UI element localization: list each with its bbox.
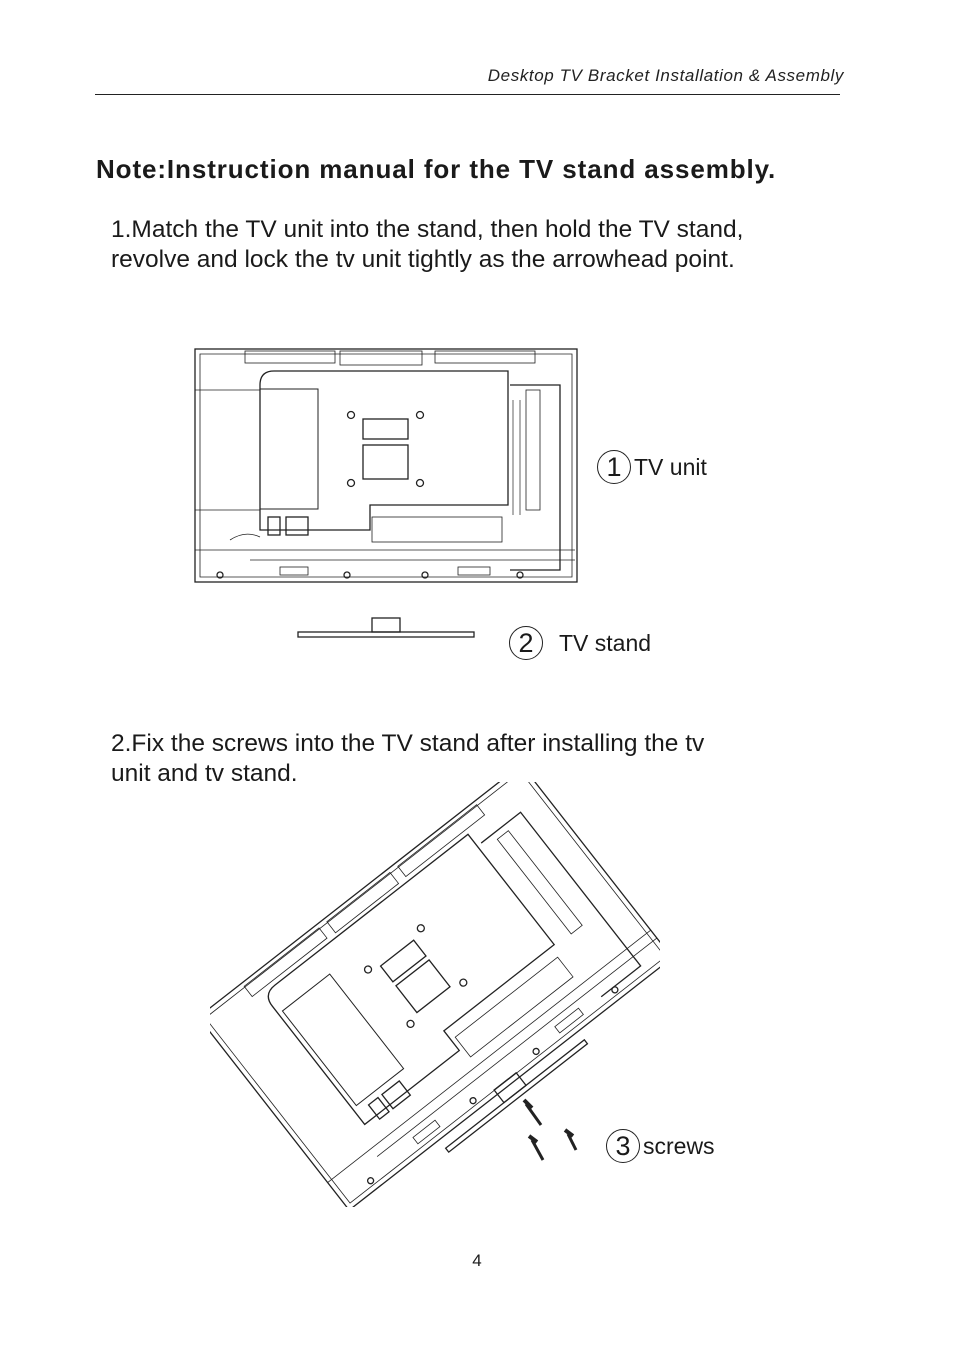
- step-2-text: 2.Fix the screws into the TV stand after…: [111, 729, 704, 789]
- callout-number-1: 1: [597, 450, 631, 484]
- step-2-line-1: 2.Fix the screws into the TV stand after…: [111, 730, 705, 757]
- tv-stand-diagram: [297, 617, 475, 638]
- screw-icon: [522, 1098, 543, 1126]
- callout-label-screws: screws: [643, 1132, 715, 1159]
- callout-label-tv-unit: TV unit: [634, 453, 707, 480]
- step-2-line-2: unit and tv stand.: [111, 760, 298, 787]
- callout-screws: 3 screws: [606, 1129, 715, 1163]
- page-number: 4: [472, 1251, 482, 1270]
- note-heading: Note:Instruction manual for the TV stand…: [96, 154, 777, 184]
- callout-tv-unit: 1 TV unit: [597, 450, 707, 484]
- step-1-text: 1.Match the TV unit into the stand, then…: [111, 215, 743, 275]
- callout-label-tv-stand: TV stand: [559, 629, 652, 656]
- tv-unit-back-diagram: [194, 348, 578, 583]
- callout-tv-stand: 2 TV stand: [509, 626, 651, 660]
- callout-number-2: 2: [509, 626, 543, 660]
- screw-icon: [563, 1128, 578, 1151]
- tv-rotated-assembly-diagram: [210, 782, 660, 1207]
- callout-number-3: 3: [606, 1129, 640, 1163]
- screw-icon: [527, 1134, 545, 1161]
- step-1-line-1: 1.Match the TV unit into the stand, then…: [111, 216, 744, 243]
- header-rule: [95, 94, 840, 95]
- step-1-line-2: revolve and lock the tv unit tightly as …: [111, 246, 735, 273]
- running-header: Desktop TV Bracket Installation & Assemb…: [487, 66, 844, 85]
